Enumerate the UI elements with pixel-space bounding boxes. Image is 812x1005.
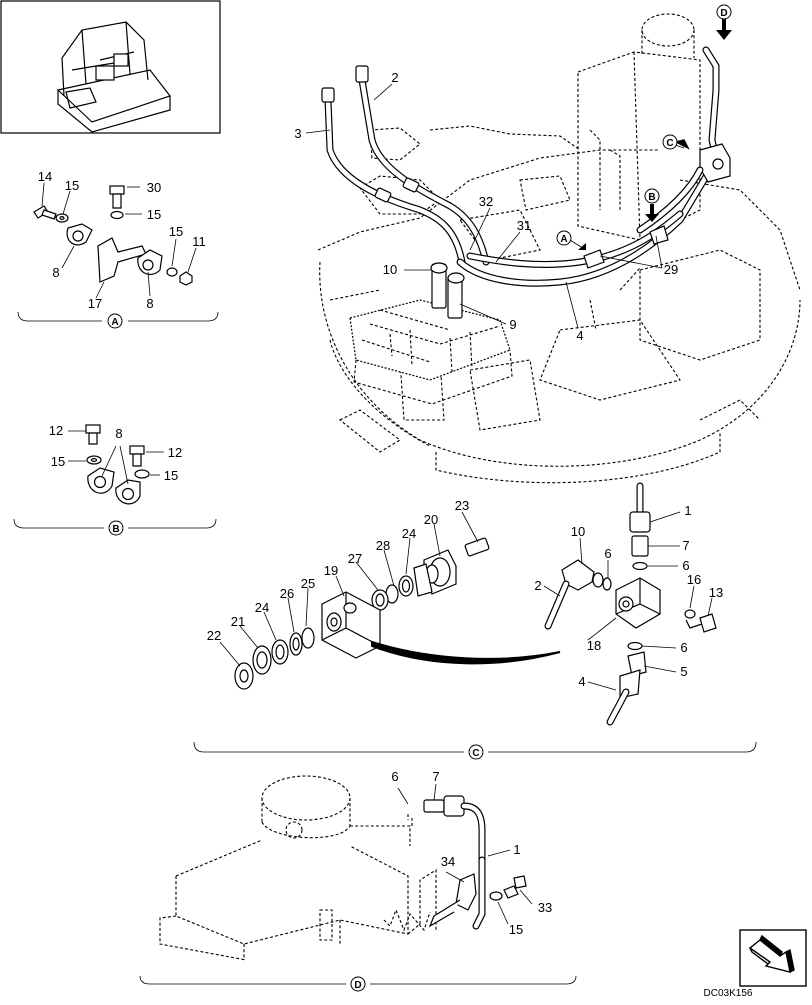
callout: 33 [538, 900, 552, 915]
detail-marker-b: B [112, 524, 119, 535]
callout: 6 [391, 769, 398, 784]
callout: 8 [52, 265, 59, 280]
callout: 12 [49, 423, 63, 438]
callout: 31 [517, 218, 531, 233]
callout: 8 [115, 426, 122, 441]
callout: 24 [402, 526, 416, 541]
callout: 20 [424, 512, 438, 527]
callout: 15 [169, 224, 183, 239]
callout: 34 [441, 854, 455, 869]
detail-b [13, 424, 217, 536]
detail-marker-c: C [472, 748, 479, 759]
view-marker-a: A [560, 234, 567, 245]
callout: 19 [324, 563, 338, 578]
callout: 1 [684, 503, 691, 518]
machine-thumbnail [0, 0, 221, 134]
callout: 1 [513, 842, 520, 857]
callout: 21 [231, 614, 245, 629]
callout: 23 [455, 498, 469, 513]
callout: 11 [192, 234, 206, 249]
callout: 8 [146, 296, 153, 311]
main-assembly [305, 13, 801, 484]
callout: 22 [207, 628, 221, 643]
callout: 10 [571, 524, 585, 539]
callout: 15 [509, 922, 523, 937]
detail-d [139, 775, 577, 992]
callout: 15 [164, 468, 178, 483]
callout: 16 [687, 572, 701, 587]
callout: 13 [709, 585, 723, 600]
callout: 2 [534, 578, 541, 593]
detail-marker-a: A [111, 317, 118, 328]
callout: 4 [578, 674, 585, 689]
callout: 4 [576, 328, 583, 343]
callout: 29 [664, 262, 678, 277]
callout: 6 [682, 558, 689, 573]
view-marker-b: B [648, 192, 655, 203]
detail-a [17, 182, 219, 329]
callout: 6 [680, 640, 687, 655]
callout: 5 [680, 664, 687, 679]
callout: 3 [294, 126, 301, 141]
callout: 24 [255, 600, 269, 615]
drawing-code: DC03K156 [704, 988, 753, 999]
page-turn-arrow-icon[interactable] [739, 929, 807, 987]
callout: 27 [348, 551, 362, 566]
callout: 10 [383, 262, 397, 277]
callout: 7 [432, 769, 439, 784]
callout: 26 [280, 586, 294, 601]
callout: 9 [509, 317, 516, 332]
callout: 2 [391, 70, 398, 85]
view-marker-c: C [666, 138, 673, 149]
detail-marker-d: D [354, 980, 361, 991]
control-valve [349, 299, 513, 405]
callout: 15 [65, 178, 79, 193]
callout: 30 [147, 180, 161, 195]
callout: 12 [168, 445, 182, 460]
callout: 25 [301, 576, 315, 591]
callout: 15 [147, 207, 161, 222]
callout: 15 [51, 454, 65, 469]
callout: 6 [604, 546, 611, 561]
view-marker-d: D [720, 8, 727, 19]
callout: 18 [587, 638, 601, 653]
detail-c [193, 482, 757, 760]
callout: 7 [682, 538, 689, 553]
callout: 17 [88, 296, 102, 311]
callout: 32 [479, 194, 493, 209]
callout: 14 [38, 169, 52, 184]
callout: 28 [376, 538, 390, 553]
